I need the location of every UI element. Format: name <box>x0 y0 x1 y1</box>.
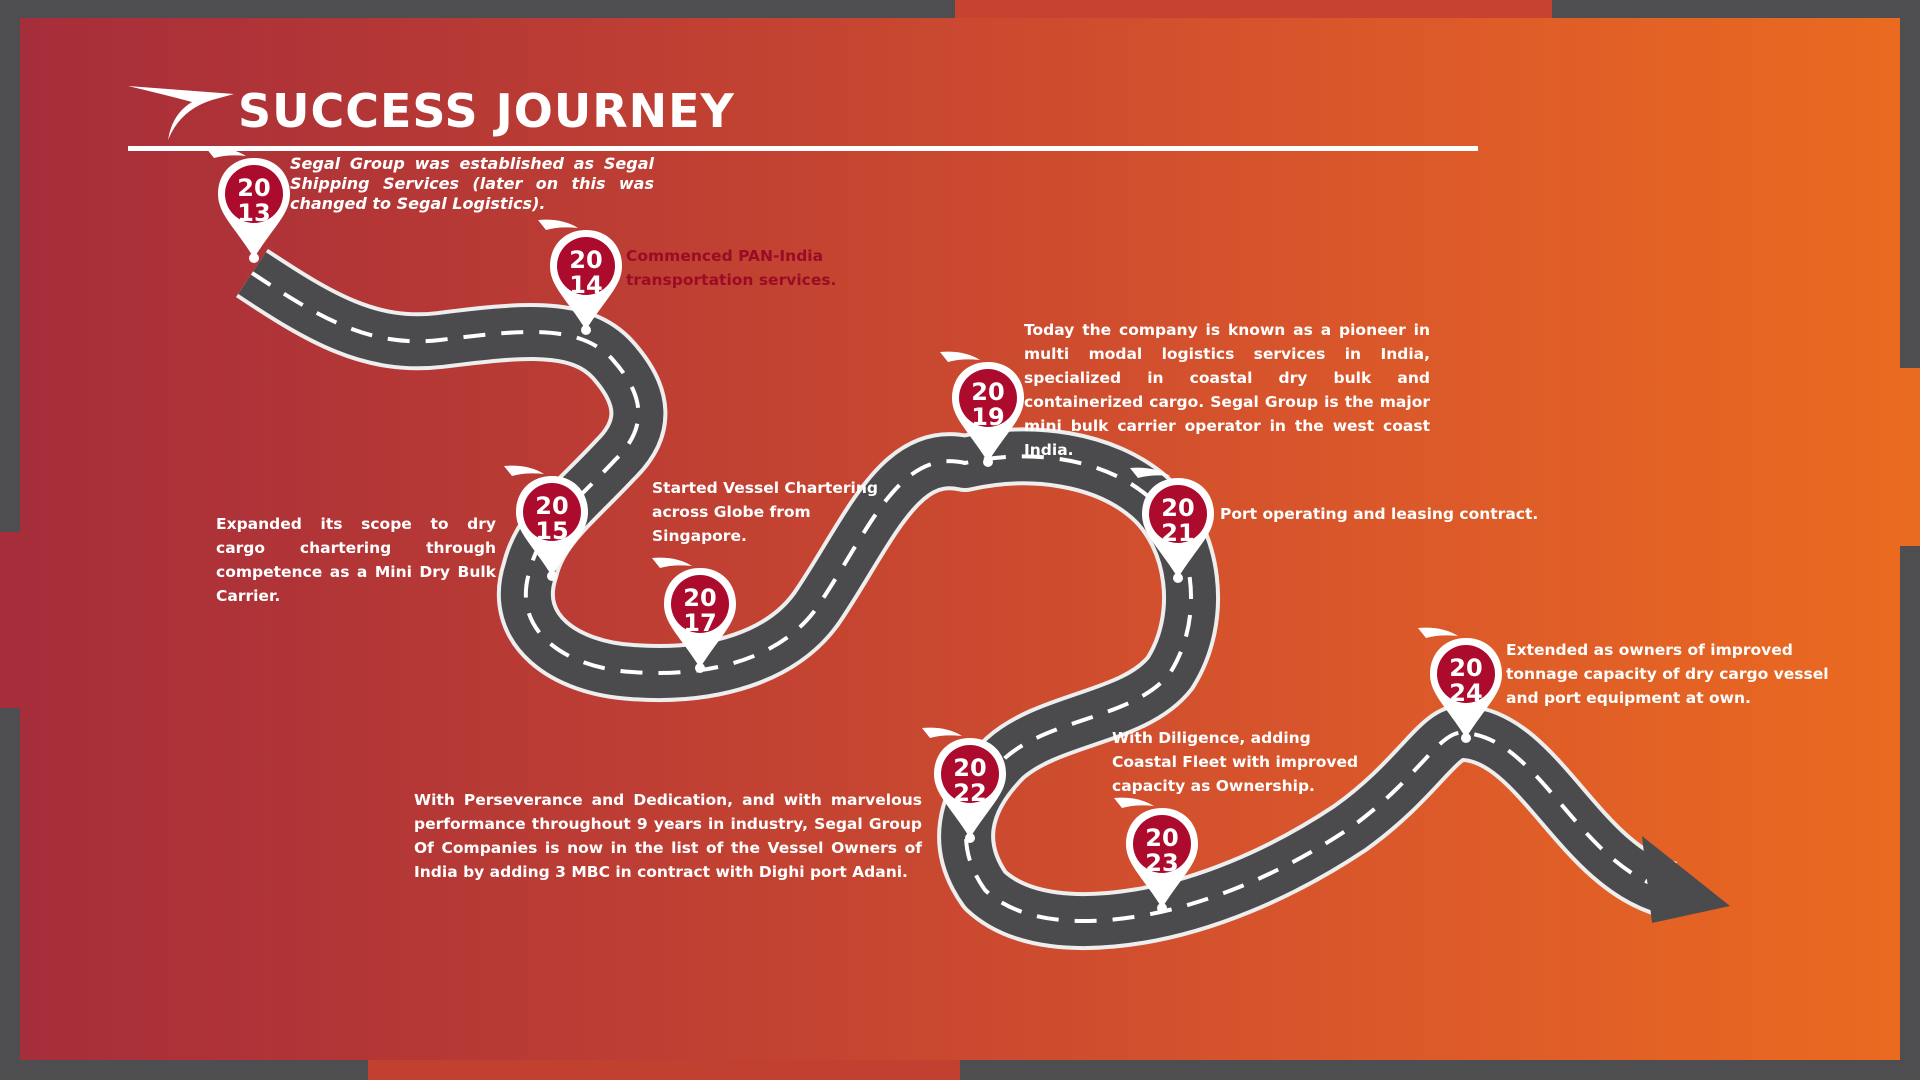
milestone-2022-text: With Perseverance and Dedication, and wi… <box>414 791 922 881</box>
winding-road <box>235 248 1730 950</box>
milestone-2023-text: With Diligence, adding Coastal Fleet wit… <box>1112 729 1359 795</box>
arrow-head-icon <box>1642 836 1730 923</box>
map-pin-icon <box>652 557 736 673</box>
title-underline <box>128 146 1478 151</box>
map-pin-icon <box>538 219 622 335</box>
frame-accent-top <box>955 0 1552 18</box>
map-pin-icon <box>1114 797 1198 913</box>
frame-accent-right <box>1900 368 1920 546</box>
header: SUCCESS JOURNEY <box>128 66 1478 158</box>
map-pin-icon <box>1418 627 1502 743</box>
map-pin-icon <box>1130 467 1214 583</box>
page-title: SUCCESS JOURNEY <box>238 84 735 138</box>
swoosh-logo-icon <box>128 86 234 140</box>
map-pin-icon <box>940 351 1024 467</box>
milestone-2024-text: Extended as owners of improved tonnage c… <box>1506 641 1829 707</box>
milestone-2021-text: Port operating and leasing contract. <box>1220 505 1539 523</box>
milestone-2019-text: Today the company is known as a pioneer … <box>1024 321 1430 459</box>
map-pin-icon <box>206 147 290 263</box>
frame-accent-left <box>0 532 20 708</box>
milestone-2015-text: Expanded its scope to dry cargo charteri… <box>216 515 496 605</box>
frame-accent-bottom <box>368 1060 960 1080</box>
milestone-2017-text: Started Vessel Chartering across Globe f… <box>652 479 878 545</box>
milestone-2014-text: Commenced PAN-India transportation servi… <box>626 247 837 289</box>
map-pin-icon <box>922 727 1006 843</box>
road-path <box>235 248 1679 950</box>
milestone-2013-text: Segal Group was established as Segal Shi… <box>290 154 654 213</box>
map-pin-icon <box>504 465 588 581</box>
